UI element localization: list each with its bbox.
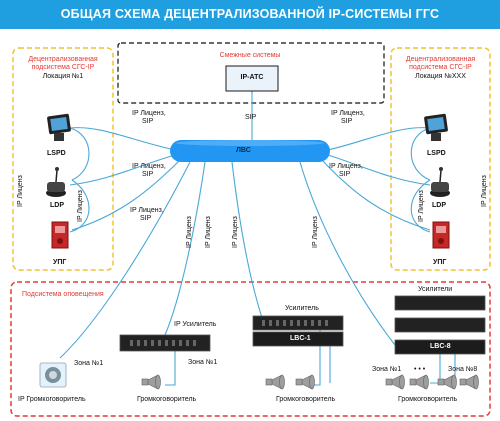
vertical-label-left-outer: IP Лиценз bbox=[17, 175, 24, 207]
zone1-label-mid: Зона №1 bbox=[188, 359, 218, 366]
link-label-left-1b: SIP bbox=[142, 118, 154, 125]
left-lspd-label: LSPD bbox=[47, 150, 66, 157]
ip-amplifier-label: IP Усилитель bbox=[174, 321, 217, 328]
vertical-label-right-inner: IP Лиценз bbox=[418, 190, 425, 222]
lan-bus bbox=[170, 140, 330, 162]
cable-amp1 bbox=[231, 161, 263, 319]
lbc1-device bbox=[252, 331, 344, 347]
horn-loudspeaker-icon bbox=[295, 374, 315, 390]
page-title: ОБЩАЯ СХЕМА ДЕЦЕНТРАЛИЗОВАННОЙ IP-СИСТЕМ… bbox=[60, 7, 440, 21]
ip-amplifier-device bbox=[119, 334, 211, 352]
link-label-right-2b: SIP bbox=[339, 171, 351, 178]
pbx-sip-label: SIP bbox=[245, 114, 257, 121]
horn-loudspeaker-icon bbox=[265, 374, 285, 390]
lbc8-label: LBC-8 bbox=[430, 343, 451, 350]
left-location-label: Локация №1 bbox=[42, 73, 84, 80]
cable-right-ldp bbox=[327, 154, 431, 186]
link-label-left-3b: SIP bbox=[140, 215, 152, 222]
right-subsystem-title-1: Децентрализованная bbox=[405, 56, 476, 63]
right-upg-icon bbox=[432, 221, 450, 249]
amplifiers-label: Усилители bbox=[418, 286, 453, 293]
ip-loudspeaker-icon bbox=[39, 362, 67, 388]
title-banner bbox=[0, 0, 500, 29]
vertical-label-right-outer: IP Лиценз bbox=[481, 175, 488, 207]
left-ldp-icon bbox=[46, 167, 66, 197]
right-upg-label: УПГ bbox=[433, 259, 447, 266]
zone1-label-left: Зона №1 bbox=[74, 360, 104, 367]
right-subsystem-title-2: подсистема СГС-IP bbox=[409, 64, 472, 71]
vertical-label-mid-2: IP Лиценз bbox=[205, 216, 212, 248]
left-lspd-icon bbox=[47, 113, 71, 141]
cable-right-upg bbox=[321, 159, 431, 231]
left-upg-icon bbox=[51, 221, 69, 249]
vertical-label-mid-3: IP Лиценз bbox=[232, 216, 239, 248]
left-upg-label: УПГ bbox=[53, 259, 67, 266]
vertical-label-mid-1: IP Лиценз bbox=[186, 216, 193, 248]
pbx-box bbox=[225, 65, 279, 92]
amplifier-label: Усилитель bbox=[285, 305, 319, 312]
horn-loudspeaker-icon bbox=[141, 374, 161, 390]
vertical-label-left-inner: IP Лиценз bbox=[77, 190, 84, 222]
cable-right-lspd bbox=[327, 127, 431, 151]
right-lspd-label: LSPD bbox=[427, 150, 446, 157]
amplifier-device-1 bbox=[394, 295, 486, 311]
cable-ip-amplifier bbox=[164, 161, 206, 336]
loudspeaker-label-right-1: Громкоговоритель bbox=[276, 396, 336, 403]
amplifier-device bbox=[252, 315, 344, 331]
cable-left-lspd bbox=[69, 127, 176, 151]
zone-dots: • • • bbox=[414, 366, 426, 373]
zone1-label-right: Зона №1 bbox=[372, 366, 402, 373]
warning-subsystem-title: Подсистема оповещения bbox=[22, 291, 104, 298]
zone8-label: Зона №8 bbox=[448, 366, 478, 373]
adjacent-systems-title: Смежные системы bbox=[219, 52, 281, 59]
cable-left-ldp bbox=[69, 154, 176, 186]
right-lspd-icon bbox=[424, 113, 448, 141]
warning-subsystem-frame bbox=[10, 281, 491, 417]
lbc8-device bbox=[394, 339, 486, 355]
link-label-left-2a: IP Лиценз, bbox=[132, 163, 166, 170]
link-label-left-3a: IP Лиценз, bbox=[130, 207, 164, 214]
right-ldp-icon bbox=[430, 167, 450, 197]
right-ldp-label: LDP bbox=[432, 202, 446, 209]
loudspeaker-label-mid: Громкоговоритель bbox=[137, 396, 197, 403]
cable-left-upg bbox=[71, 159, 181, 231]
loudspeaker-label-right-2: Громкоговоритель bbox=[398, 396, 458, 403]
pbx-label: IP-АТС bbox=[240, 74, 264, 81]
link-label-right-2a: IP Лиценз, bbox=[329, 163, 363, 170]
amplifier-device-2 bbox=[394, 317, 486, 333]
vertical-label-mid-4: IP Лиценз bbox=[312, 216, 319, 248]
horn-loudspeaker-icon bbox=[437, 374, 457, 390]
left-subsystem-frame bbox=[12, 47, 114, 271]
lbc1-label: LBC-1 bbox=[290, 335, 311, 342]
left-subsystem-title-1: Децентрализованная bbox=[28, 56, 98, 63]
right-subsystem-frame bbox=[390, 47, 491, 271]
cable-amp8 bbox=[299, 161, 396, 346]
lan-label: ЛВС bbox=[236, 147, 251, 154]
left-subsystem-title-2: подсистема СГС-IP bbox=[31, 64, 95, 71]
link-label-right-1a: IP Лиценз, bbox=[331, 110, 365, 117]
left-ldp-label: LDP bbox=[50, 202, 64, 209]
link-label-right-1b: SIP bbox=[341, 118, 353, 125]
link-label-left-1a: IP Лиценз, bbox=[132, 110, 166, 117]
horn-loudspeaker-icon bbox=[409, 374, 429, 390]
link-label-left-2b: SIP bbox=[142, 171, 154, 178]
horn-loudspeaker-icon bbox=[385, 374, 405, 390]
adjacent-systems-frame bbox=[117, 42, 385, 104]
horn-loudspeaker-icon bbox=[459, 374, 479, 390]
right-location-label: Локация №XXX bbox=[415, 73, 466, 80]
ip-loudspeaker-label: IP Громкоговоритель bbox=[18, 396, 86, 403]
cable-ip-loudspeaker bbox=[59, 161, 191, 359]
